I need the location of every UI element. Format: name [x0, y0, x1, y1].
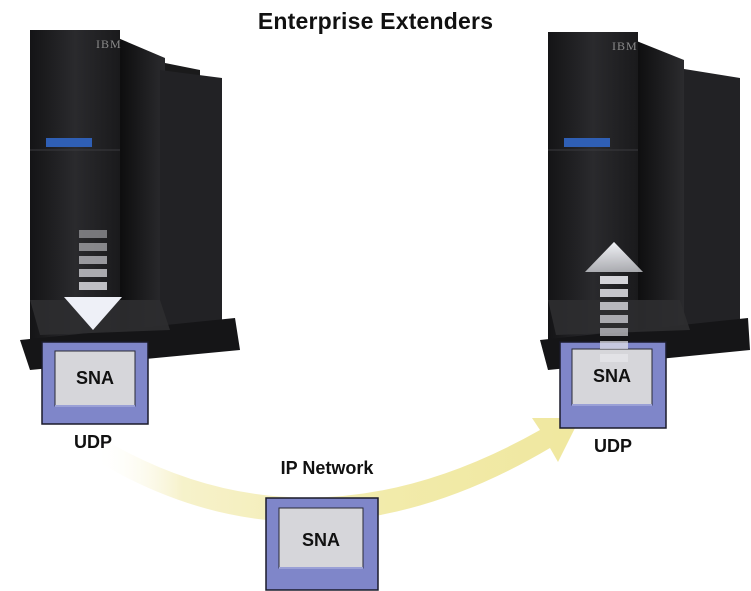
- right-server: IBM: [540, 32, 750, 370]
- left-sna-packet: SNA: [41, 341, 149, 425]
- left-server: IBM: [20, 30, 240, 370]
- left-down-arrow-icon: [64, 230, 122, 330]
- network-arrow: [95, 418, 580, 523]
- left-sna-label: SNA: [76, 368, 114, 388]
- right-udp-label: UDP: [594, 436, 633, 456]
- right-sna-packet: SNA: [559, 341, 667, 429]
- right-sna-label: SNA: [593, 366, 631, 386]
- right-server-brand: IBM: [612, 39, 638, 53]
- right-status-light: [564, 138, 610, 147]
- status-light: [46, 138, 92, 147]
- left-udp-label: UDP: [74, 432, 113, 452]
- left-server-brand: IBM: [96, 37, 122, 51]
- right-up-arrow-icon: [585, 242, 643, 362]
- network-sna-label: SNA: [302, 530, 340, 550]
- network-sna-packet: SNA: [265, 497, 379, 591]
- ip-network-label: IP Network: [280, 458, 374, 478]
- diagram-title: Enterprise Extenders: [257, 8, 494, 34]
